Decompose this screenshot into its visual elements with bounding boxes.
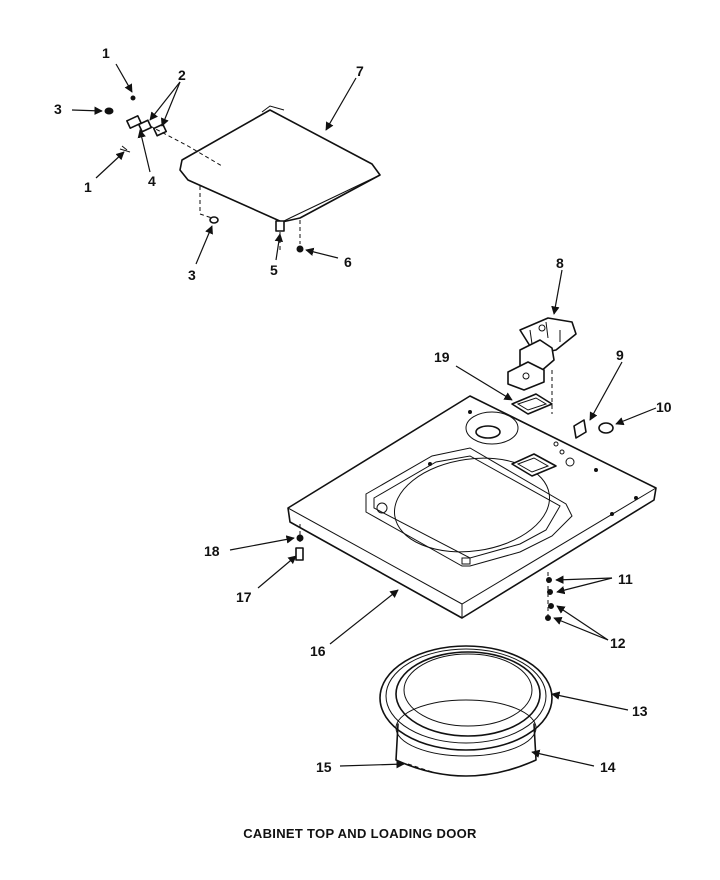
- callout-17: 17: [236, 589, 252, 605]
- callout-18: 18: [204, 543, 220, 559]
- cabinet-top-panel: [287, 393, 657, 619]
- callout-12: 12: [610, 635, 626, 651]
- callout-2: 2: [178, 67, 186, 83]
- callout-1-bottom: 1: [84, 179, 92, 195]
- callout-6: 6: [344, 254, 352, 270]
- callout-14: 14: [600, 759, 616, 775]
- callout-7: 7: [356, 63, 364, 79]
- callout-15: 15: [316, 759, 332, 775]
- callout-3-left: 3: [54, 101, 62, 117]
- callout-11: 11: [618, 571, 633, 587]
- callout-9: 9: [616, 347, 624, 363]
- loading-door-lid: [179, 105, 381, 232]
- callout-16: 16: [310, 643, 326, 659]
- callout-10: 10: [656, 399, 672, 415]
- callout-1-top: 1: [102, 45, 110, 61]
- callout-8: 8: [556, 255, 564, 271]
- callout-4: 4: [148, 173, 156, 189]
- tub-ring-seal: [379, 645, 553, 777]
- screw-6: [296, 245, 304, 253]
- callout-13: 13: [632, 703, 648, 719]
- lid-switch-assembly: [507, 317, 577, 391]
- callout-3-bottom: 3: [188, 267, 196, 283]
- panel-left-fasteners: [295, 534, 304, 561]
- diagram-caption: CABINET TOP AND LOADING DOOR: [243, 826, 477, 841]
- callout-5: 5: [270, 262, 278, 278]
- callout-19: 19: [434, 349, 450, 365]
